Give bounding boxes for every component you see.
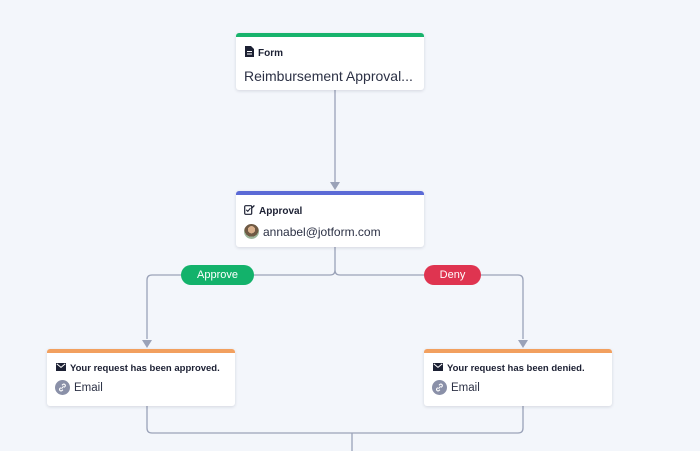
document-icon (245, 46, 254, 60)
email-denied-header: Your request has been denied. (433, 363, 612, 374)
connector-approval-branch (146, 247, 524, 339)
email-approved-node[interactable]: Your request has been approved. Email (47, 349, 235, 406)
form-node-title: Reimbursement Approval... (244, 68, 413, 84)
envelope-icon (433, 363, 443, 374)
approve-branch-label[interactable]: Approve (181, 265, 254, 285)
email-denied-accent-bar (424, 349, 612, 353)
link-icon (55, 380, 70, 395)
approval-node-accent-bar (236, 191, 424, 195)
email-denied-channel-label: Email (451, 381, 480, 394)
deny-branch-label[interactable]: Deny (424, 265, 481, 285)
form-node-header: Form (245, 46, 424, 60)
email-approved-accent-bar (47, 349, 235, 353)
approval-node-header: Approval (244, 204, 424, 218)
email-denied-subject: Your request has been denied. (447, 363, 585, 374)
arrow-head-approval (330, 182, 340, 190)
form-node-accent-bar (236, 33, 424, 37)
avatar (244, 224, 259, 239)
approval-node-type-label: Approval (259, 205, 303, 217)
link-icon (432, 380, 447, 395)
email-denied-channel: Email (432, 380, 612, 395)
email-denied-node[interactable]: Your request has been denied. Email (424, 349, 612, 406)
email-approved-channel-label: Email (74, 381, 103, 394)
form-node[interactable]: Form Reimbursement Approval... (236, 33, 424, 90)
email-approved-subject: Your request has been approved. (70, 363, 220, 374)
approval-node-assignee: annabel@jotform.com (244, 224, 424, 239)
approval-icon (244, 204, 255, 218)
email-approved-header: Your request has been approved. (56, 363, 235, 374)
email-approved-channel: Email (55, 380, 235, 395)
arrow-head-approved (142, 340, 152, 348)
connector-emails-merge (146, 406, 524, 451)
envelope-icon (56, 363, 66, 374)
assignee-email: annabel@jotform.com (263, 224, 381, 239)
arrow-head-denied (518, 340, 528, 348)
approval-node[interactable]: Approval annabel@jotform.com (236, 191, 424, 247)
form-node-type-label: Form (258, 47, 283, 59)
